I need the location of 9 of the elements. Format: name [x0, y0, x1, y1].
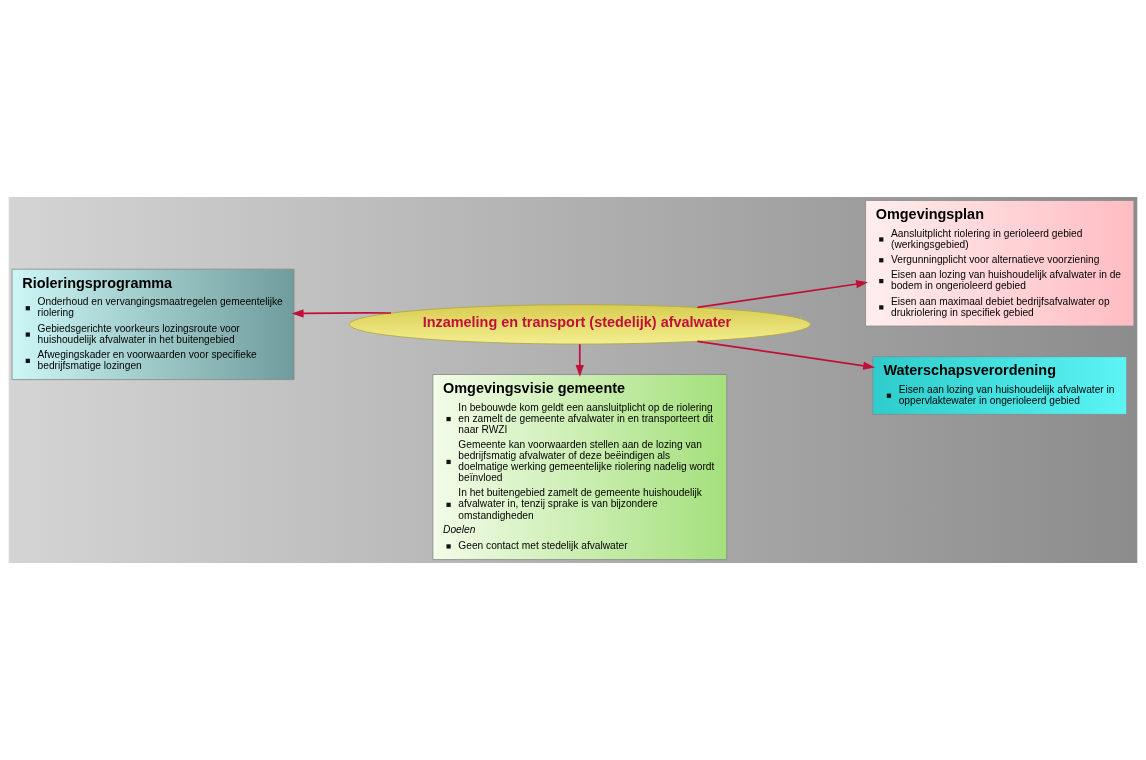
arrow: [291, 309, 392, 318]
arrow: [696, 279, 868, 309]
node-box: Rioleringsprogramma Onderhoud en vervangingsmaatregelen gemeentelijke riolering Gebiedsgerichte voorkeurs lozingsroute voor huishoudelijk afvalwater in het buitengebied Afwegingskader en voorwaarden voor specifieke bedrijfsmatige lozingen: [11, 268, 295, 380]
node-box: Omgevingsvisie gemeente In bebouwde kom geldt een aansluitplicht op de riolering en zamelt de gemeente afvalwater in en transporteert dit naar RWZI Gemeente kan voorwaarden stellen aan de lozing van bedrijfsmatig afvalwater of deze beëindigen als doelmatige werking gemeentelijke riolering nadelig wordt beïnvloed In het buitengebied zamelt de gemeente huishoudelijk afvalwater in, tenzij sprake is van bijzondere omstandigheden Doelen Geen contact met stedelijk afvalwater: [432, 374, 728, 561]
node-box: Waterschapsverordening Eisen aan lozing van huishoudelijk afvalwater in oppervlaktewater in ongerioleerd gebied: [872, 356, 1128, 415]
arrow: [696, 340, 876, 370]
node-box: Omgevingsplan Aansluitplicht riolering in gerioleerd gebied (werkingsgebied) Vergunningplicht voor alternatieve voorziening Eisen aan lozing van huishoudelijk afvalwater in de bodem in ongerioleerd gebied Eisen aan maximaal debiet bedrijfsafvalwater op drukriolering in specifiek gebied: [865, 199, 1135, 327]
arrow: [575, 343, 584, 377]
node-ellipse: Inzameling en transport (stedelijk) afvalwater: [348, 304, 811, 345]
